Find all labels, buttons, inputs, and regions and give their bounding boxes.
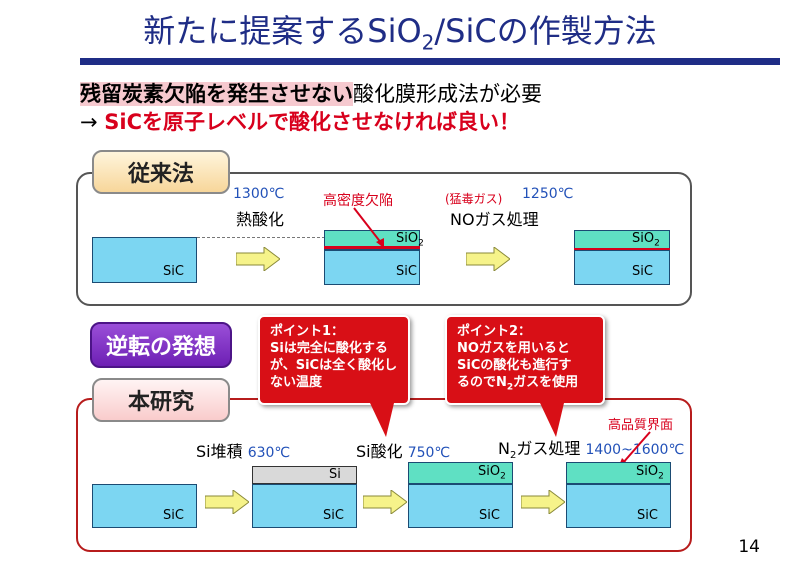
sic-label: SiC — [637, 508, 658, 523]
sic-label: SiC — [632, 264, 653, 279]
point1-callout: ポイント1： Siは完全に酸化する が、SiCは全く酸化し ない温度 — [258, 315, 410, 405]
intro-line-1: 残留炭素欠陥を発生させない酸化膜形成法が必要 — [80, 82, 542, 106]
sic-label: SiC — [163, 264, 184, 279]
conventional-tag: 従来法 — [92, 150, 230, 194]
toxic-gas-note: (猛毒ガス) — [445, 192, 503, 206]
si-layer — [252, 466, 357, 484]
step1-temp: 1300℃ — [233, 186, 285, 202]
process-arrow — [363, 490, 407, 514]
process-arrow — [236, 247, 280, 271]
callout-tail — [370, 403, 394, 437]
sic-substrate — [92, 237, 197, 283]
sio2-layer — [566, 462, 671, 484]
sic-substrate — [252, 484, 357, 528]
page-number: 14 — [738, 537, 760, 557]
page-title: 新たに提案するSiO2/SiCの作製方法 — [143, 12, 657, 55]
surface-level-line — [197, 237, 325, 238]
sio2-label: SiO2 — [396, 231, 424, 249]
quality-label: 高品質界面 — [608, 418, 674, 433]
callout-tail — [540, 403, 564, 437]
sic-substrate — [324, 250, 420, 285]
step2-label: Si酸化 750℃ — [356, 442, 451, 461]
sic-label: SiC — [323, 508, 344, 523]
defect-label: 高密度欠陥 — [323, 193, 393, 209]
interface-layer — [574, 248, 670, 250]
sio2-label: SiO2 — [636, 464, 664, 482]
step1-label: 熱酸化 — [236, 210, 285, 229]
sio2-label: SiO2 — [478, 464, 506, 482]
idea-tag: 逆転の発想 — [90, 322, 232, 368]
sic-substrate — [408, 484, 513, 528]
sio2-layer — [408, 462, 513, 484]
sic-label: SiC — [163, 508, 184, 523]
sic-label: SiC — [479, 508, 500, 523]
step1-label: Si堆積 630℃ — [196, 442, 291, 461]
defect-layer — [324, 246, 420, 249]
sic-label: SiC — [396, 264, 417, 279]
si-label: Si — [329, 467, 341, 482]
step2-temp: 1250℃ — [522, 186, 574, 202]
process-arrow — [521, 490, 565, 514]
sic-substrate — [574, 250, 670, 285]
title-divider — [80, 58, 780, 65]
process-arrow — [205, 490, 249, 514]
step3-label: N2ガス処理 1400~1600℃ — [498, 439, 684, 462]
point2-callout: ポイント2： NOガスを用いると SiCの酸化も進行す るのでN2ガスを使用 — [445, 315, 605, 405]
research-tag: 本研究 — [92, 378, 230, 422]
step2-label: NOガス処理 — [450, 210, 539, 229]
process-arrow — [466, 247, 510, 271]
sic-substrate — [92, 484, 197, 528]
defect-pointer-arrow — [353, 207, 384, 248]
sic-substrate — [566, 484, 671, 528]
sio2-label: SiO2 — [632, 231, 660, 249]
intro-line-2: → SiCを原子レベルで酸化させなければ良い！ — [80, 110, 521, 134]
